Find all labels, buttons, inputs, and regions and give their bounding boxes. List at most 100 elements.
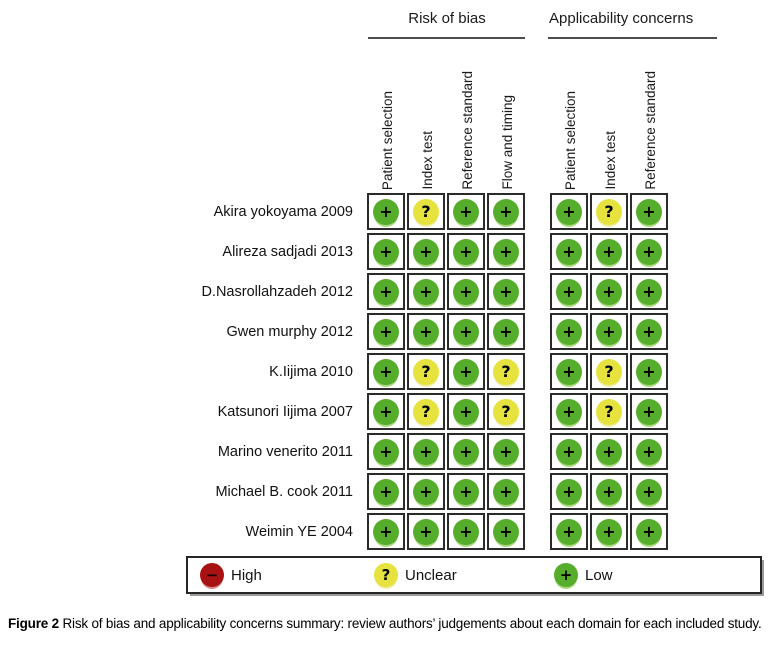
judgement-low-icon: + (373, 478, 399, 505)
judgement-low-icon: + (556, 238, 582, 265)
judgement-cell: + (630, 233, 668, 270)
judgement-cell: + (447, 193, 485, 230)
caption-label: Figure 2 (8, 616, 59, 631)
judgement-cell: + (630, 393, 668, 430)
judgement-cell: + (630, 273, 668, 310)
judgement-cell: + (550, 473, 588, 510)
judgement-low-icon: + (453, 358, 479, 385)
study-name-label: Alireza sadjadi 2013 (222, 243, 353, 260)
judgement-unclear-icon: ? (413, 358, 439, 385)
judgement-cell: + (367, 193, 405, 230)
judgement-cell: + (447, 273, 485, 310)
legend-label: Low (585, 566, 613, 584)
judgement-cell: + (590, 233, 628, 270)
judgement-low-icon: + (636, 278, 662, 305)
judgement-cell: + (367, 473, 405, 510)
judgement-low-icon: + (556, 438, 582, 465)
study-name-label: Gwen murphy 2012 (226, 323, 353, 340)
judgement-cell: + (447, 353, 485, 390)
column-header-wrap: Flow and timing (487, 42, 527, 190)
column-header-wrap: Patient selection (550, 42, 590, 190)
judgement-low-icon: + (636, 238, 662, 265)
risk-of-bias-group-header: Risk of bias (408, 10, 486, 27)
judgement-low-icon: + (493, 318, 519, 345)
judgement-low-icon: + (596, 478, 622, 505)
column-header-label: Patient selection (562, 90, 578, 190)
judgement-low-icon: + (596, 438, 622, 465)
judgement-cell: ? (407, 353, 445, 390)
judgement-cell: + (550, 353, 588, 390)
judgement-unclear-icon: ? (596, 398, 622, 425)
column-header-label: Index test (419, 131, 435, 190)
judgement-cell: + (590, 313, 628, 350)
judgement-cell: + (367, 353, 405, 390)
judgement-cell: + (407, 273, 445, 310)
judgement-low-icon: + (493, 518, 519, 545)
legend-label: Unclear (405, 566, 457, 584)
judgement-low-icon: + (453, 238, 479, 265)
judgement-cell: + (447, 513, 485, 550)
judgement-cell: + (487, 233, 525, 270)
applicability-underline (548, 37, 717, 39)
judgement-cell: + (487, 193, 525, 230)
judgement-low-icon: + (636, 398, 662, 425)
judgement-cell: + (590, 433, 628, 470)
judgement-low-icon: + (493, 238, 519, 265)
judgement-low-icon: + (556, 318, 582, 345)
judgement-low-icon: + (636, 438, 662, 465)
judgement-cell: + (487, 433, 525, 470)
judgement-low-icon: + (556, 518, 582, 545)
judgement-low-icon: + (636, 478, 662, 505)
judgement-low-icon: + (373, 438, 399, 465)
column-header-wrap: Index test (590, 42, 630, 190)
judgement-low-icon: + (373, 518, 399, 545)
judgement-cell: + (630, 513, 668, 550)
judgement-cell: + (487, 513, 525, 550)
judgement-low-icon: + (373, 398, 399, 425)
judgement-unclear-icon: ? (413, 198, 439, 225)
figure-caption: Figure 2 Risk of bias and applicability … (8, 616, 778, 631)
judgement-low-icon: + (413, 478, 439, 505)
caption-text: Risk of bias and applicability concerns … (62, 616, 762, 631)
legend-unclear-icon: ? (374, 563, 398, 587)
judgement-cell: ? (590, 353, 628, 390)
judgement-low-icon: + (556, 398, 582, 425)
study-name-label: Weimin YE 2004 (245, 523, 353, 540)
judgement-unclear-icon: ? (413, 398, 439, 425)
judgement-low-icon: + (453, 518, 479, 545)
judgement-low-icon: + (493, 478, 519, 505)
study-name-label: Michael B. cook 2011 (215, 483, 353, 500)
judgement-cell: + (630, 353, 668, 390)
judgement-cell: + (487, 313, 525, 350)
judgement-cell: ? (407, 193, 445, 230)
judgement-cell: + (447, 233, 485, 270)
judgement-cell: + (550, 193, 588, 230)
judgement-cell: + (630, 193, 668, 230)
judgement-low-icon: + (636, 358, 662, 385)
legend-high-icon: − (200, 563, 224, 587)
judgement-low-icon: + (453, 278, 479, 305)
judgement-low-icon: + (453, 318, 479, 345)
column-header-label: Reference standard (642, 71, 658, 190)
judgement-cell: + (447, 473, 485, 510)
judgement-cell: + (367, 273, 405, 310)
legend-box: −High? Unclear + Low (186, 556, 762, 594)
judgement-low-icon: + (636, 518, 662, 545)
legend-low-icon: + (554, 563, 578, 587)
judgement-low-icon: + (413, 278, 439, 305)
judgement-low-icon: + (556, 278, 582, 305)
column-header-wrap: Patient selection (367, 42, 407, 190)
study-name-label: D.Nasrollahzadeh 2012 (201, 283, 353, 300)
judgement-cell: + (630, 313, 668, 350)
judgement-cell: + (407, 433, 445, 470)
applicability-column-headers: Patient selection Index test Reference sta… (550, 42, 670, 190)
judgement-cell: + (630, 433, 668, 470)
judgement-cell: + (590, 513, 628, 550)
column-header-label: Flow and timing (499, 95, 515, 190)
judgement-cell: + (550, 233, 588, 270)
legend-label: High (231, 566, 262, 584)
judgement-cell: + (630, 473, 668, 510)
